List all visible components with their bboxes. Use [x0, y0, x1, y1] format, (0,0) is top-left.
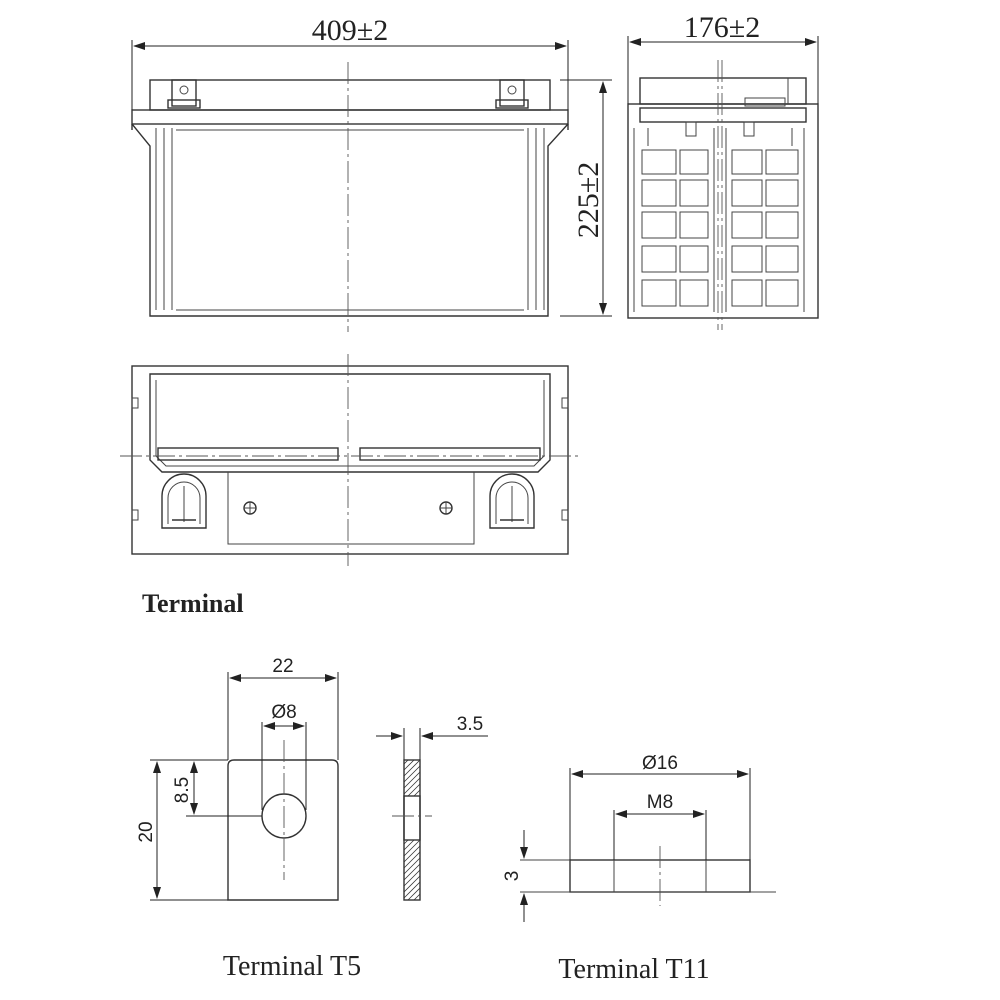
height-label: 225±2 — [572, 162, 605, 238]
top-view — [120, 354, 580, 566]
front-terminal-right — [495, 79, 529, 109]
side-rib-cell — [679, 279, 709, 307]
side-rib-cell — [765, 245, 799, 273]
length-label: 409±2 — [312, 14, 388, 47]
side-view — [627, 60, 819, 330]
hatch-line — [403, 759, 415, 771]
side-rib-cell — [641, 279, 677, 307]
hatch-line — [403, 845, 421, 863]
t5-hole-label: Ø8 — [271, 702, 296, 723]
terminal-section-title: Terminal — [142, 589, 244, 618]
hatch-line — [403, 869, 421, 887]
side-rib-cell — [765, 211, 799, 239]
hatch-line — [403, 857, 421, 875]
hatch-line — [403, 881, 421, 899]
hatch-line — [403, 839, 409, 845]
hatch-line — [403, 875, 421, 893]
hatch-line — [403, 839, 415, 851]
top-terminal-right — [489, 473, 535, 529]
hatch-line — [403, 863, 421, 881]
side-rib-cell — [641, 211, 677, 239]
hatch-line — [403, 759, 409, 765]
side-rib-cell — [765, 279, 799, 307]
terminal-t5-side: 3.5 — [376, 714, 488, 901]
length-dimension: 409±2 — [131, 14, 569, 110]
side-rib-cell — [765, 179, 799, 207]
t11-height-label: 3 — [502, 871, 523, 882]
side-rib-cell — [731, 179, 763, 207]
side-rib-cell — [641, 149, 677, 175]
t5-section-hatch — [403, 759, 421, 901]
terminal-t11-caption: Terminal T11 — [558, 954, 709, 985]
side-rib-cell — [765, 149, 799, 175]
hatch-line — [407, 783, 421, 797]
side-rib-cell — [731, 211, 763, 239]
hatch-line — [407, 887, 421, 901]
hatch-line — [413, 893, 421, 901]
width-label: 176±2 — [684, 11, 760, 44]
side-rib-grid — [633, 128, 805, 312]
side-rib-cell — [641, 179, 677, 207]
t5-height-label: 20 — [136, 821, 157, 842]
front-view — [131, 62, 569, 332]
t5-thickness-label: 3.5 — [457, 714, 483, 735]
side-rib-cell — [679, 245, 709, 273]
hatch-line — [403, 765, 421, 783]
front-terminal-left — [167, 79, 201, 109]
hatch-line — [403, 839, 421, 857]
side-rib-cell — [731, 245, 763, 273]
width-dimension: 176±2 — [627, 11, 819, 104]
hatch-line — [403, 777, 421, 795]
side-rib-cell — [679, 211, 709, 239]
hatch-line — [403, 851, 421, 869]
height-dimension: 225±2 — [560, 79, 612, 317]
terminal-t5-front: 22 Ø8 8.5 20 — [136, 656, 339, 901]
side-rib-cell — [679, 149, 709, 175]
top-terminal-left — [161, 473, 207, 529]
side-rib-cell — [679, 179, 709, 207]
side-rib-cell — [731, 279, 763, 307]
t5-width-label: 22 — [272, 656, 293, 677]
t11-outer-label: Ø16 — [642, 753, 678, 774]
side-rib-cell — [641, 245, 677, 273]
hatch-line — [403, 759, 421, 777]
side-rib-cell — [731, 149, 763, 175]
hatch-line — [403, 771, 421, 789]
terminal-t11: Ø16 M8 3 — [502, 753, 776, 922]
t11-thread-label: M8 — [647, 792, 673, 813]
hatch-line — [413, 789, 421, 797]
terminal-t5-caption: Terminal T5 — [223, 951, 361, 982]
t5-offset-label: 8.5 — [172, 777, 193, 803]
